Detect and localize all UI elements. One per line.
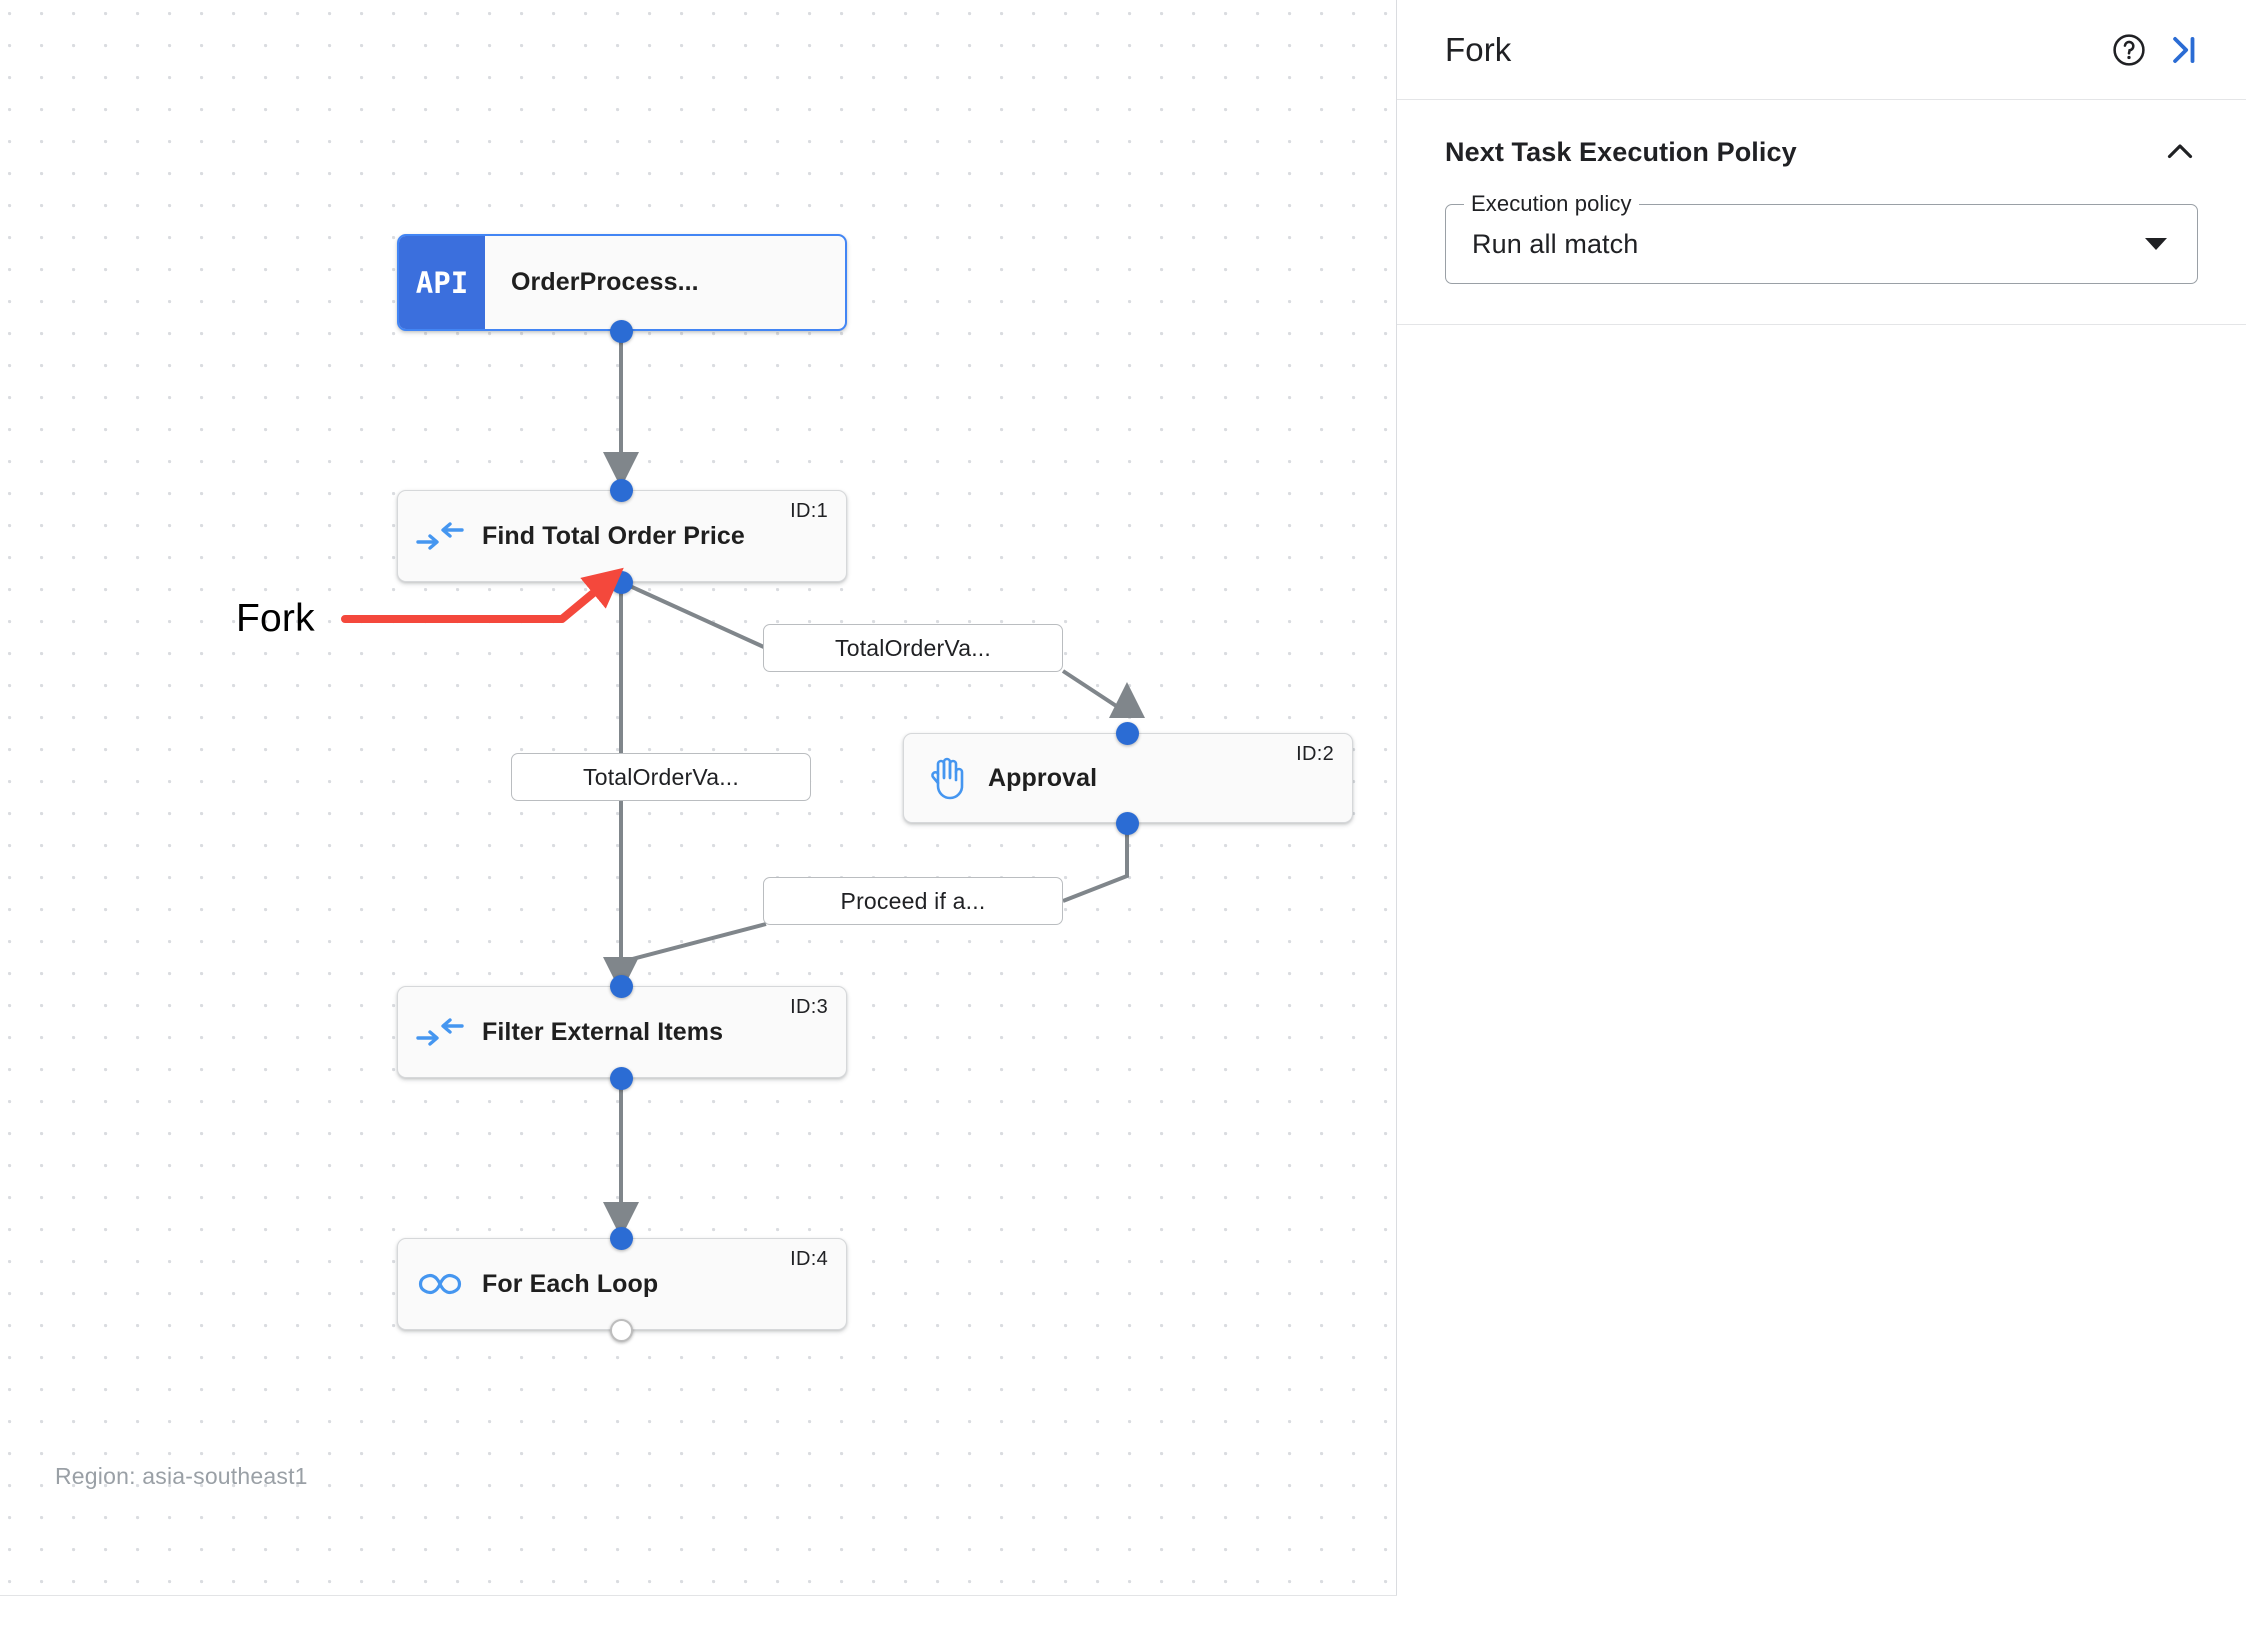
node-label: Find Total Order Price	[482, 521, 745, 550]
infinity-icon	[398, 1270, 482, 1298]
node-api-trigger[interactable]: API OrderProcess...	[397, 234, 847, 331]
api-badge-icon: API	[399, 236, 485, 329]
edge-label-to-filter[interactable]: TotalOrderVa...	[511, 753, 811, 801]
collapse-right-glyph	[2173, 36, 2195, 63]
merge-arrows-icon	[398, 1017, 482, 1047]
node-find-total-order-price[interactable]: Find Total Order Price ID:1	[397, 490, 847, 582]
chevron-up-glyph	[2167, 144, 2193, 159]
port-for-each-out[interactable]	[610, 1319, 633, 1342]
port-filter-out[interactable]	[610, 1067, 633, 1090]
collapse-right-icon[interactable]	[2156, 23, 2210, 77]
node-id-badge: ID:4	[790, 1248, 828, 1270]
fork-annotation-label: Fork	[236, 597, 315, 640]
help-circle-glyph	[2113, 33, 2145, 66]
node-filter-external-items[interactable]: Filter External Items ID:3	[397, 986, 847, 1078]
hand-glyph	[931, 757, 964, 800]
workflow-canvas[interactable]: API OrderProcess... Find Total Order Pri…	[0, 0, 1397, 1595]
section-title: Next Task Execution Policy	[1445, 136, 1797, 167]
node-approval[interactable]: Approval ID:2	[903, 733, 1353, 823]
node-label: Approval	[988, 763, 1098, 792]
port-find-total-in[interactable]	[610, 479, 633, 502]
edge-label-to-approval[interactable]: TotalOrderVa...	[763, 624, 1063, 672]
node-label: OrderProcess...	[511, 268, 699, 296]
next-task-execution-policy-section: Next Task Execution Policy Execution pol…	[1397, 100, 2246, 325]
canvas-bottom-divider	[0, 1595, 1397, 1596]
node-id-badge: ID:1	[790, 500, 828, 522]
properties-panel: Fork Next Task Execution Policy	[1397, 0, 2246, 1632]
node-id-badge: ID:2	[1296, 743, 1334, 765]
merge-arrows-glyph	[416, 1018, 464, 1046]
node-label: For Each Loop	[482, 1269, 659, 1298]
infinity-glyph	[418, 1273, 462, 1295]
node-for-each-loop[interactable]: For Each Loop ID:4	[397, 1238, 847, 1330]
chevron-up-icon[interactable]	[2162, 134, 2198, 170]
port-api-trigger-out[interactable]	[610, 320, 633, 343]
port-approval-out[interactable]	[1116, 812, 1139, 835]
panel-title: Fork	[1445, 30, 1512, 68]
help-circle-icon[interactable]	[2102, 23, 2156, 77]
port-filter-in[interactable]	[610, 975, 633, 998]
execution-policy-value: Run all match	[1472, 228, 1639, 259]
merge-arrows-icon	[398, 521, 482, 551]
hand-icon	[904, 756, 988, 800]
execution-policy-select[interactable]: Execution policy Run all match	[1445, 191, 2198, 284]
port-find-total-out-fork[interactable]	[610, 571, 633, 594]
node-id-badge: ID:3	[790, 996, 828, 1018]
panel-header: Fork	[1397, 0, 2246, 100]
edge-label-proceed[interactable]: Proceed if a...	[763, 877, 1063, 925]
node-label: Filter External Items	[482, 1017, 724, 1046]
port-approval-in[interactable]	[1116, 722, 1139, 745]
api-badge-text: API	[415, 265, 469, 300]
section-header[interactable]: Next Task Execution Policy	[1445, 134, 2198, 170]
port-for-each-in[interactable]	[610, 1227, 633, 1250]
caret-down-icon[interactable]	[2145, 238, 2167, 250]
execution-policy-label: Execution policy	[1464, 191, 1639, 217]
canvas-right-divider	[1396, 0, 1397, 1595]
region-caption: Region: asia-southeast1	[55, 1463, 308, 1489]
merge-arrows-glyph	[416, 522, 464, 550]
